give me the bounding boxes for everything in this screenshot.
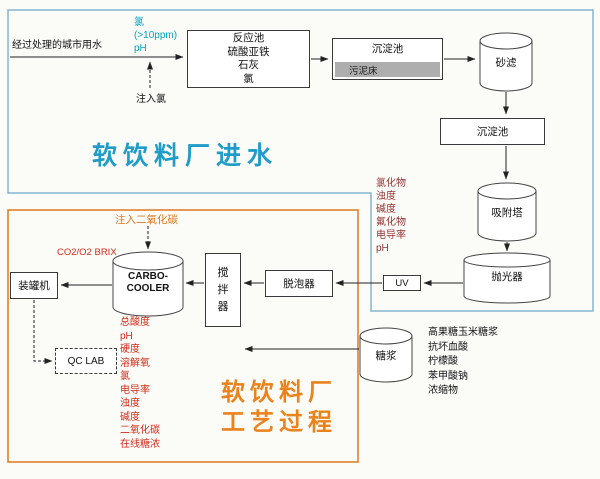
sedimentation-tank-1-label: 沉淀池	[371, 43, 404, 55]
sand-filter-cylinder	[479, 32, 533, 92]
qc-lab-box: QC LAB	[55, 348, 117, 374]
carbo-cooler-cylinder	[112, 251, 184, 317]
sand-filter-label: 砂滤	[495, 56, 517, 69]
uv-box: UV	[383, 275, 421, 291]
sedimentation-tank-2-box: 沉淀池	[440, 118, 545, 145]
bottom-section-border	[7, 209, 359, 463]
bottom-section-title: 软饮料厂 工艺过程	[221, 379, 337, 436]
adsorption-tower-cylinder	[477, 182, 537, 242]
water-quality-params: 氯化物 浊度 碱度 氟化物 电导率 pH	[376, 178, 406, 254]
arrow-canner-to-qclab	[33, 300, 53, 364]
mixer-box: 搅 拌 器	[205, 253, 241, 327]
inlet-water-label: 经过处理的城市用水	[12, 40, 102, 51]
defoamer-box: 脱泡器	[265, 270, 333, 297]
top-section-border	[7, 9, 594, 312]
process-quality-params: 总酸度 pH 硬度 溶解氧 氯 电导率 浊度 碱度 二氧化碳 在线糖浓	[120, 317, 160, 450]
co2-o2-brix-label: CO2/O2 BRIX	[57, 247, 117, 258]
sludge-bed-band: 污泥床	[335, 62, 440, 77]
sedimentation-tank-1-box: 沉淀池 污泥床	[332, 38, 443, 80]
chlorine-ppm-note: 氯 (>10ppm) pH	[134, 17, 178, 54]
carbo-cooler-label: CARBO- COOLER	[126, 271, 170, 294]
syrup-label: 糖浆	[375, 349, 397, 362]
syrup-cylinder	[359, 327, 413, 383]
canner-box: 装罐机	[10, 272, 58, 299]
polisher-label: 抛光器	[491, 270, 523, 283]
reaction-tank-box: 反应池 硫酸亚铁 石灰 氯	[187, 30, 310, 88]
inject-chlorine-label: 注入氯	[136, 94, 166, 105]
adsorption-tower-label: 吸附塔	[491, 206, 523, 219]
syrup-ingredients-list: 高果糖玉米糖浆 抗坏血酸 柠檬酸 苯甲酸钠 浓缩物	[428, 327, 498, 396]
polisher-cylinder	[463, 252, 551, 304]
top-section-title: 软饮料厂进水	[92, 142, 279, 170]
flow-arrows	[10, 54, 510, 364]
inject-co2-label: 注入二氧化碳	[115, 214, 178, 226]
